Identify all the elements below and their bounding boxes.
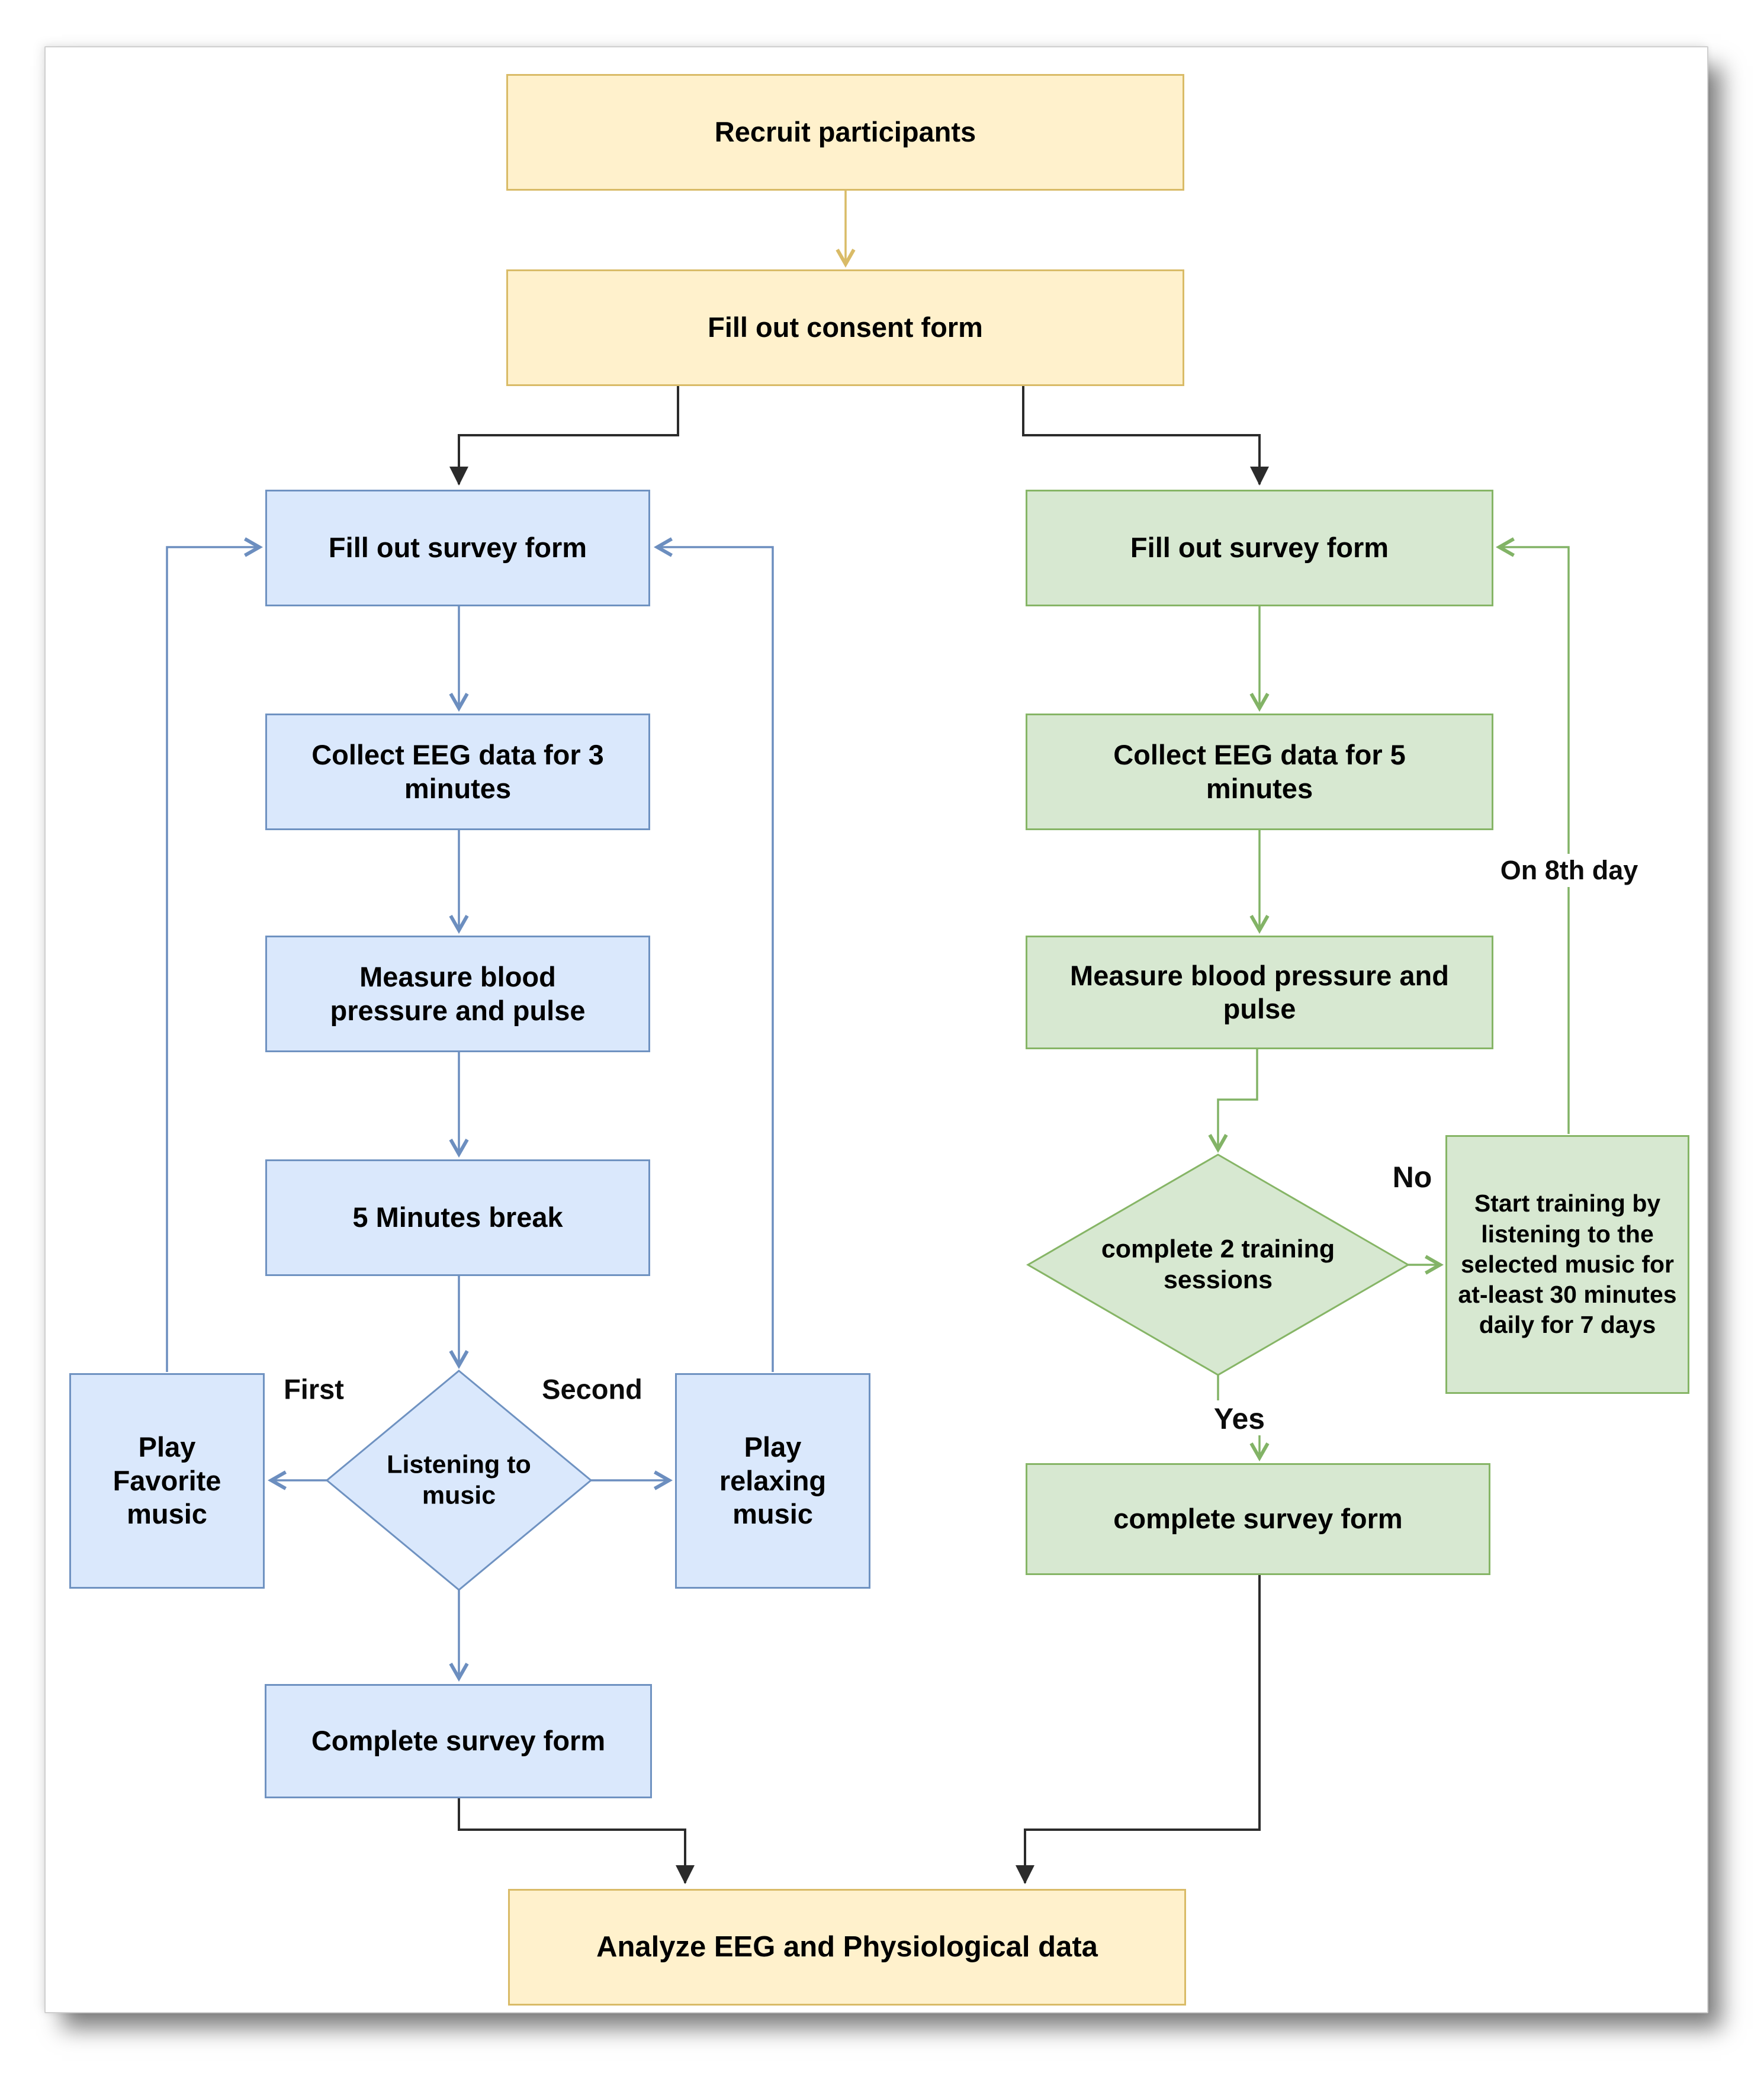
edge-completeright-analyze bbox=[1016, 1575, 1261, 1884]
node-survey-right: Fill out survey form bbox=[1026, 490, 1493, 606]
node-collect-eeg-3min: Collect EEG data for 3 minutes bbox=[265, 714, 650, 830]
edge-relaxing-loop bbox=[654, 537, 774, 1372]
node-collect-eeg-5min: Collect EEG data for 5 minutes bbox=[1026, 714, 1493, 830]
edge-bpright-check bbox=[1208, 1049, 1258, 1153]
edge-consent-surveyleft bbox=[449, 386, 679, 486]
node-recruit-participants: Recruit participants bbox=[506, 74, 1184, 191]
node-measure-bp-right: Measure blood pressure and pulse bbox=[1026, 936, 1493, 1049]
node-fill-consent-form: Fill out consent form bbox=[506, 269, 1184, 386]
node-play-relaxing-music: Play relaxing music bbox=[675, 1373, 870, 1589]
edge-label-second: Second bbox=[542, 1373, 642, 1405]
node-complete-survey-right: complete survey form bbox=[1026, 1463, 1490, 1575]
edge-favorite-loop bbox=[166, 537, 263, 1372]
node-measure-bp-left: Measure blood pressure and pulse bbox=[265, 936, 650, 1052]
edge-label-yes: Yes bbox=[1213, 1402, 1265, 1435]
edge-completeleft-analyze bbox=[458, 1798, 695, 1884]
node-play-favorite-music: Play Favorite music bbox=[69, 1373, 265, 1589]
edge-label-on-8th-day: On 8th day bbox=[1492, 854, 1647, 887]
node-start-training: Start training by listening to the selec… bbox=[1445, 1135, 1689, 1394]
node-complete-survey-left: Complete survey form bbox=[265, 1684, 652, 1798]
node-training-check-label: complete 2 training sessions bbox=[1101, 1235, 1335, 1294]
edge-label-first: First bbox=[284, 1373, 344, 1405]
edge-consent-surveyright bbox=[1022, 386, 1269, 486]
node-listening-to-music-label: Listening to music bbox=[387, 1450, 531, 1509]
node-analyze-data: Analyze EEG and Physiological data bbox=[508, 1889, 1186, 2006]
node-survey-left: Fill out survey form bbox=[265, 490, 650, 606]
edge-label-no: No bbox=[1392, 1161, 1432, 1194]
node-5min-break: 5 Minutes break bbox=[265, 1159, 650, 1276]
edge-starttraining-loop bbox=[1496, 537, 1570, 1134]
